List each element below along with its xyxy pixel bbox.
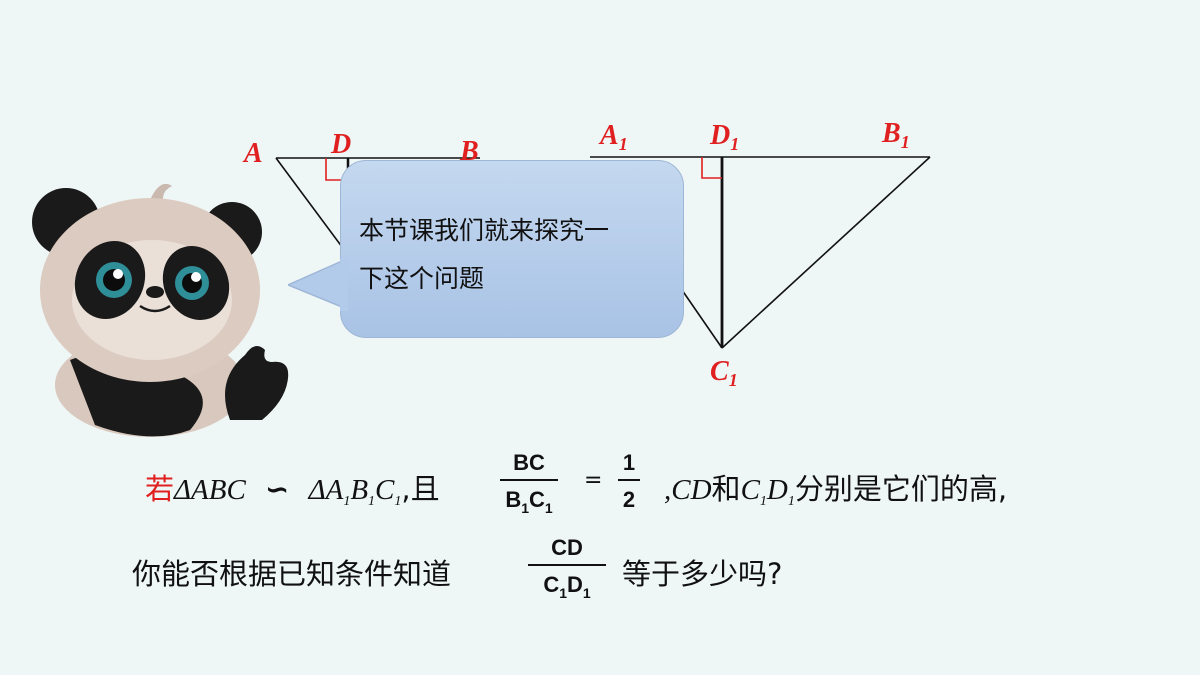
half-fraction-bar — [618, 479, 640, 481]
label-c1-letter: C — [710, 356, 729, 387]
speech-bubble-text: 本节课我们就来探究一 下这个问题 — [359, 207, 671, 303]
label-d1-sub: 1 — [730, 134, 739, 154]
label-a1-letter: A — [598, 120, 619, 151]
question-line-1-rest: ,CD和C1D1分别是它们的高, — [664, 466, 1007, 510]
ratio-cd-c1d1: CD C1D1 — [528, 535, 606, 601]
speech-bubble-line-2: 下这个问题 — [359, 264, 485, 293]
question-tail: 等于多少吗? — [622, 557, 783, 591]
speech-bubble-line-1: 本节课我们就来探究一 — [359, 216, 610, 245]
ratio2-denominator: C1D1 — [543, 572, 591, 601]
speech-bubble: 本节课我们就来探究一 下这个问题 — [340, 160, 684, 338]
c1d1-text: C1D1 — [740, 474, 795, 509]
question-line-2: 你能否根据已知条件知道 — [132, 557, 452, 591]
label-d: D — [330, 129, 351, 160]
label-d1-letter: D — [709, 120, 730, 151]
label-b1-sub: 1 — [901, 132, 910, 152]
label-d1: D1 — [709, 120, 739, 154]
panda-left-eye-shine — [113, 269, 123, 279]
heights-text: 分别是它们的高, — [794, 472, 1008, 506]
cd-text: ,CD — [664, 474, 712, 506]
label-a: A — [242, 138, 263, 169]
label-b: B — [459, 136, 479, 167]
label-a1: A1 — [598, 120, 628, 154]
triangle-abc-text: ΔABC — [174, 474, 246, 506]
tri2-b-sub: 1 — [368, 494, 376, 509]
half-numerator: 1 — [622, 450, 636, 475]
equals-sign: = — [584, 468, 603, 493]
speech-bubble-tail — [288, 259, 348, 311]
side-b1c1 — [721, 156, 931, 349]
panda-right-eye-shine — [191, 272, 201, 282]
triangle-a1b1c1 — [590, 156, 931, 349]
side-a1c1 — [681, 289, 723, 349]
question-and: ,且 — [401, 472, 440, 506]
right-angle-mark-d1 — [701, 157, 722, 179]
panda-nose — [146, 286, 164, 298]
fraction-one-half: 1 2 — [618, 450, 640, 513]
tri2-a-sub: 1 — [343, 494, 351, 509]
ratio-numerator: BC — [513, 450, 545, 475]
he-text: 和 — [711, 472, 741, 506]
panda-paw — [225, 346, 289, 420]
panda-mascot — [32, 183, 289, 437]
label-b1-letter: B — [881, 118, 901, 149]
tri2-c-sub: 1 — [394, 494, 402, 509]
question-line-1: 若ΔABC ∽ ΔA1B1C1,且 — [145, 466, 440, 510]
question-ruo: 若 — [145, 472, 175, 506]
ratio-fraction-bar — [500, 479, 558, 481]
tri2-b: B — [350, 474, 369, 506]
tri2-a: ΔA — [308, 474, 344, 506]
tri2-c: C — [375, 474, 395, 506]
triangle-a1b1c1-text: ΔA1B1C1 — [308, 474, 402, 509]
ratio2-fraction-bar — [528, 564, 606, 566]
side-ac — [275, 157, 349, 256]
label-b1: B1 — [881, 118, 910, 152]
panda-mouth — [139, 304, 171, 313]
similar-symbol: ∽ — [265, 472, 290, 506]
label-c1-sub: 1 — [729, 370, 738, 390]
ratio-denominator: B1C1 — [505, 487, 553, 516]
ratio2-numerator: CD — [551, 535, 583, 560]
ratio-bc-b1c1: BC B1C1 — [500, 450, 558, 516]
label-c1: C1 — [710, 356, 738, 390]
half-denominator: 2 — [622, 487, 636, 512]
label-a1-sub: 1 — [619, 134, 628, 154]
